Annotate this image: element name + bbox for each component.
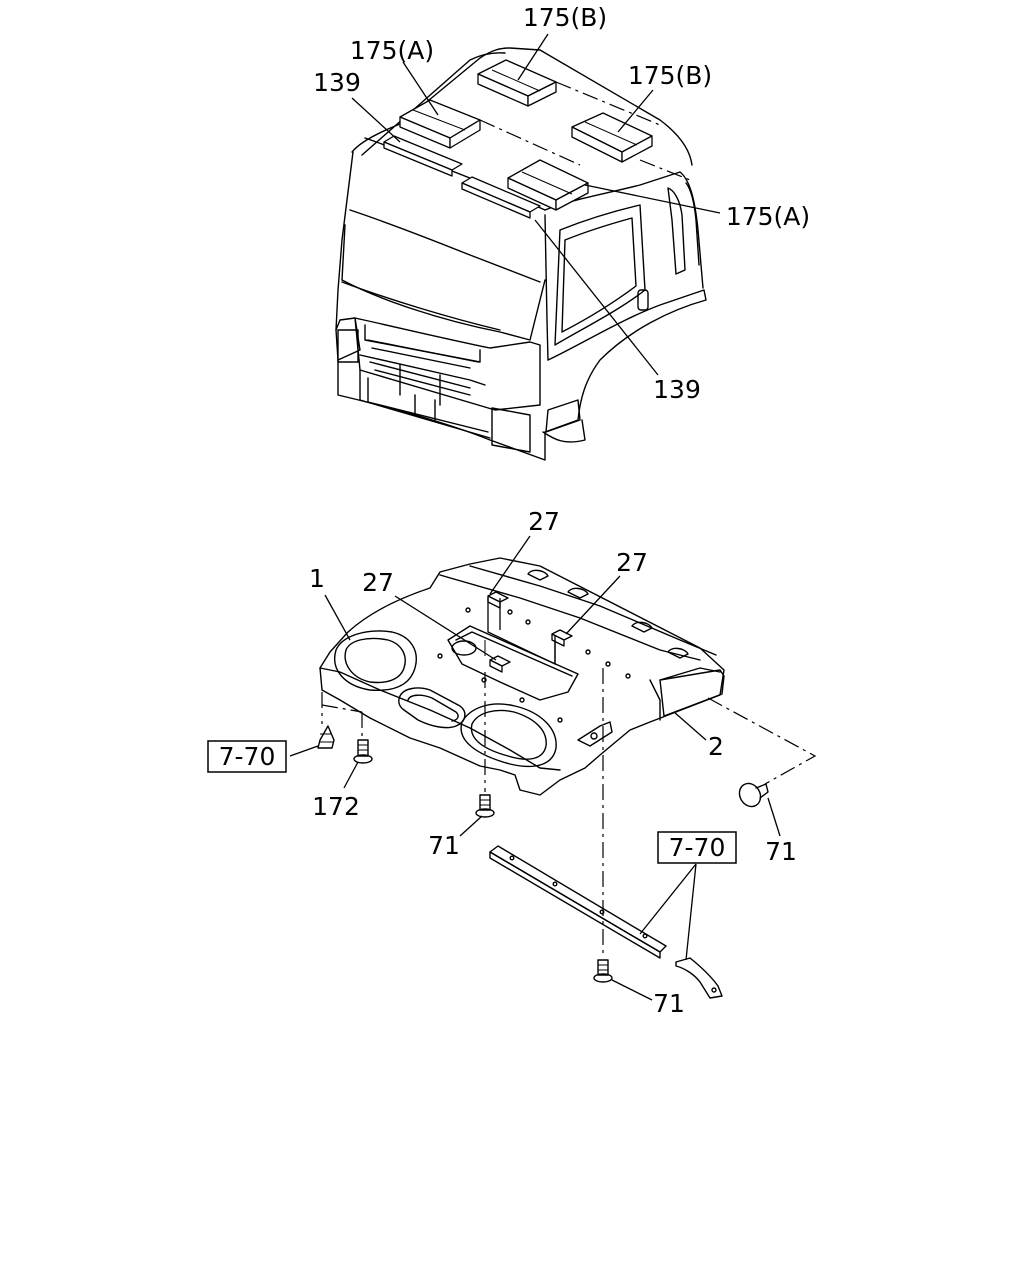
callout-175b-right: 175(B)	[628, 61, 712, 90]
callout-2: 2	[708, 732, 724, 761]
callout-1: 1	[309, 564, 325, 593]
roof-pads	[383, 59, 653, 219]
callout-27-right: 27	[616, 548, 648, 577]
ref-label-left[interactable]: 7-70	[219, 742, 276, 771]
ref-box-left[interactable]	[207, 740, 287, 773]
callout-139-bottom: 139	[653, 375, 701, 404]
ref-box-right[interactable]	[657, 831, 737, 864]
callout-71-right: 71	[765, 837, 797, 866]
roof-rail-strip	[489, 845, 723, 999]
callout-27-top: 27	[528, 507, 560, 536]
callout-175a-right: 175(A)	[726, 202, 810, 231]
callout-27-left: 27	[362, 568, 394, 597]
ref-label-right[interactable]: 7-70	[669, 833, 726, 862]
callout-71-bottom: 71	[653, 989, 685, 1018]
bottom-phantom-lines	[321, 640, 817, 956]
top-leader-lines	[351, 33, 721, 376]
callout-139-left: 139	[313, 68, 361, 97]
truck-cab-illustration	[335, 47, 707, 461]
top-phantom-lines	[479, 81, 691, 181]
callout-172: 172	[312, 792, 360, 821]
callout-71-center: 71	[428, 831, 460, 860]
callout-175b-top: 175(B)	[523, 3, 607, 32]
callout-175a-left: 175(A)	[350, 36, 434, 65]
bottom-leader-lines	[289, 535, 781, 1001]
fasteners	[317, 725, 769, 983]
